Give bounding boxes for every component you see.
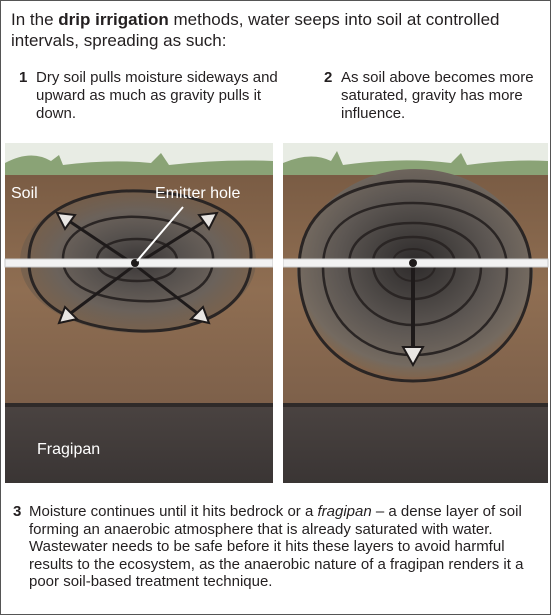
emitter-hole-label: Emitter hole <box>155 185 240 203</box>
intro-bold-term: drip irrigation <box>58 10 169 29</box>
soil-label: Soil <box>11 185 38 203</box>
fragipan-term: fragipan <box>317 503 371 520</box>
step-2-text: As soil above becomes more saturated, gr… <box>324 69 544 123</box>
step-1-number: 1 <box>19 69 27 87</box>
fragipan-layer-2 <box>283 405 548 483</box>
soil-illustration-svg <box>1 141 551 486</box>
emitter-hole-2 <box>409 259 417 267</box>
panel-gutter <box>273 141 283 486</box>
step-2-caption: 2 As soil above becomes more saturated, … <box>324 69 544 123</box>
step-1-text: Dry soil pulls moisture sideways and upw… <box>19 69 281 123</box>
fragipan-label: Fragipan <box>37 441 100 459</box>
panel-2 <box>283 143 548 483</box>
fragipan-boundary-2 <box>283 403 548 407</box>
fragipan-boundary-1 <box>5 403 273 407</box>
step-1-caption: 1 Dry soil pulls moisture sideways and u… <box>19 69 281 123</box>
soil-illustrations: Soil Emitter hole Fragipan <box>1 141 551 486</box>
step-2-number: 2 <box>324 69 332 87</box>
step-3-number: 3 <box>13 503 21 521</box>
step-3-text: Moisture continues until it hits bedrock… <box>13 503 543 591</box>
step-3-caption: 3 Moisture continues until it hits bedro… <box>13 503 543 591</box>
intro-text: In the drip irrigation methods, water se… <box>11 9 541 51</box>
